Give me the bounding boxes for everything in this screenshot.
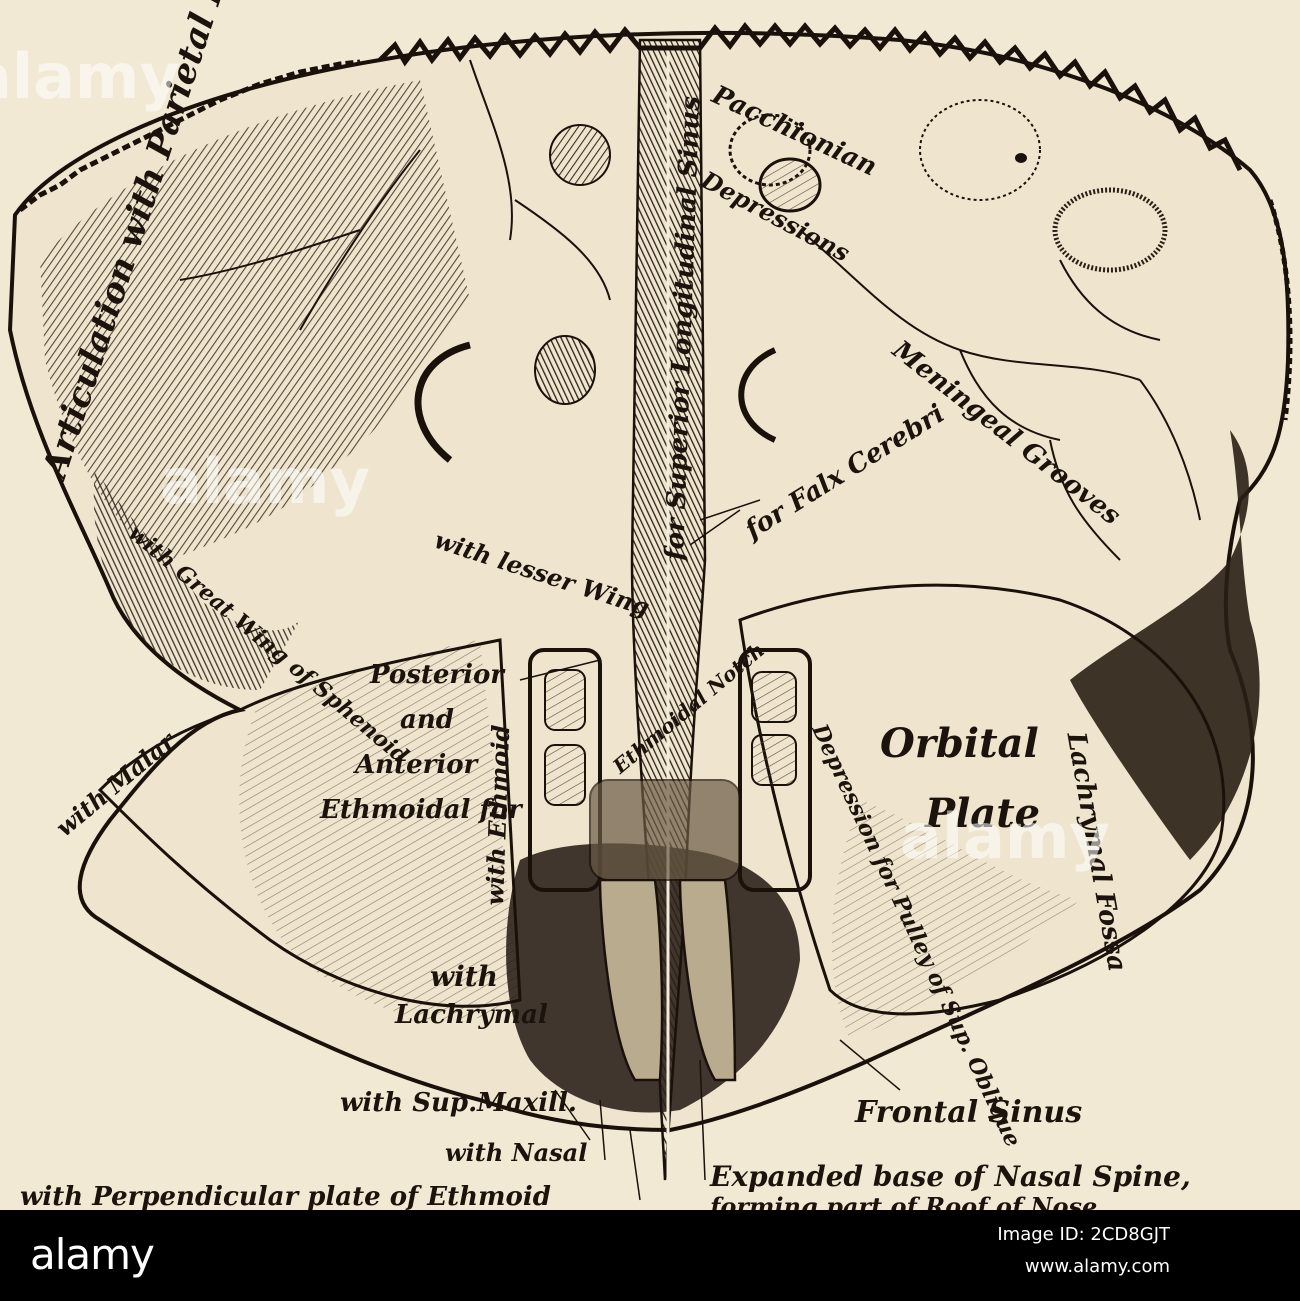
label-forming: forming part of Roof of Nose xyxy=(710,1192,1098,1210)
alamy-logo[interactable]: alamy xyxy=(30,1230,155,1279)
left-hatched-region xyxy=(40,80,470,560)
label-expanded: Expanded base of Nasal Spine, xyxy=(710,1160,1191,1193)
ethmoid-cells-right xyxy=(738,648,812,892)
engraving-plate: Articulation with Parietal Bone Pacchion… xyxy=(0,0,1293,1210)
label-orbital: Orbital xyxy=(880,720,1039,767)
label-posterior: Posterior xyxy=(370,660,504,690)
left-orbital-plate xyxy=(97,638,522,1008)
site-url[interactable]: www.alamy.com xyxy=(1024,1256,1170,1277)
right-dark-edge xyxy=(1070,430,1260,860)
label-perpendicular: with Perpendicular plate of Ethmoid xyxy=(20,1182,551,1210)
label-ethmoidal-for: Ethmoidal for xyxy=(320,795,522,825)
coronal-suture xyxy=(378,21,1243,172)
label-nasal: with Nasal xyxy=(445,1138,588,1167)
left-orbit-shading xyxy=(239,640,520,1021)
footer-bar: alamy Image ID: 2CD8GJT www.alamy.com xyxy=(0,1210,1300,1301)
label-frontal-sinus: Frontal Sinus xyxy=(855,1095,1083,1130)
frontal-bone-engraving xyxy=(7,21,1293,1201)
right-orbital-plate xyxy=(738,583,1226,1016)
label-sup-maxill: with Sup.Maxill. xyxy=(340,1088,577,1118)
label-with: with xyxy=(430,960,499,993)
left-suture xyxy=(18,59,361,212)
label-and: and xyxy=(400,705,454,735)
label-lachrymal: Lachrymal xyxy=(395,1000,548,1030)
great-wing-shading xyxy=(93,470,300,690)
label-plate: Plate xyxy=(925,790,1041,837)
ethmoid-cells-left xyxy=(528,648,602,892)
right-orbit-shading xyxy=(831,800,1080,1040)
image-id: Image ID: 2CD8GJT xyxy=(997,1224,1170,1245)
label-anterior: Anterior xyxy=(355,750,478,780)
